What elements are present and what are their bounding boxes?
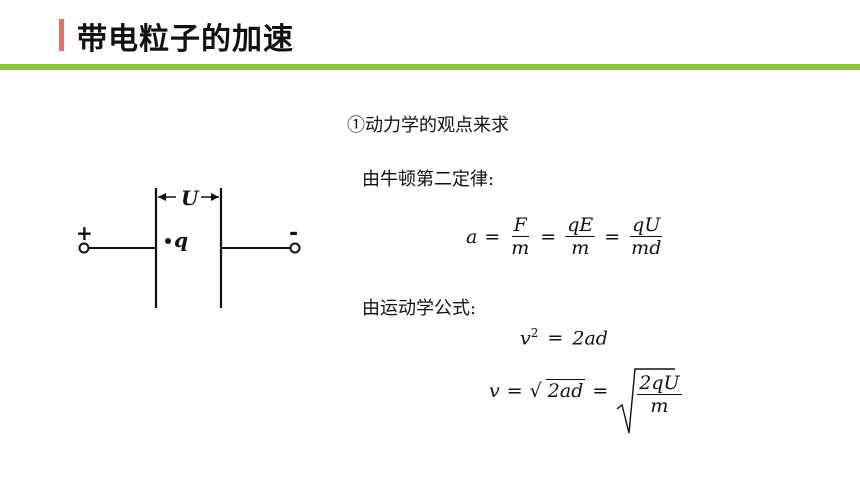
title-divider: [0, 64, 860, 70]
charge-label: q: [174, 228, 188, 252]
newton-label: 由牛顿第二定律:: [362, 169, 495, 190]
slide-title: 带电粒子的加速: [77, 22, 294, 57]
charge-dot: [165, 238, 171, 244]
plus-label: +: [76, 221, 93, 245]
right-terminal: [289, 242, 301, 254]
voltage-label: U: [181, 186, 200, 210]
minus-label: -: [289, 221, 298, 246]
title-accent-bar: [59, 19, 64, 51]
method-heading: ①动力学的观点来求: [347, 115, 509, 136]
kinematics-equation: v2 = 2ad: [520, 326, 608, 350]
kinematics-label: 由运动学公式:: [362, 298, 477, 319]
capacitor-diagram: + - U q: [76, 186, 301, 308]
